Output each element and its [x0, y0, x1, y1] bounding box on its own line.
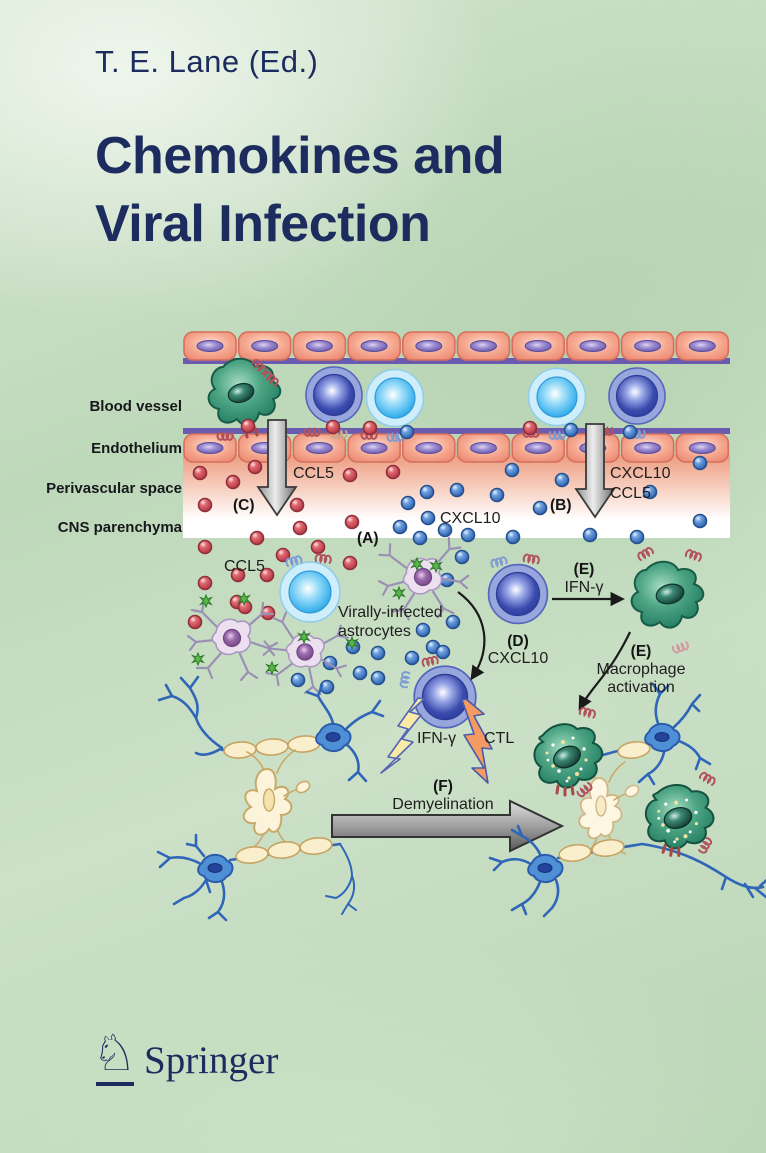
label-perivascular-space: Perivascular space: [46, 480, 182, 497]
label-demyelination: Demyelination: [392, 796, 493, 813]
macrophage-activated-by-ifn: [630, 545, 705, 655]
label-ctl: CTL: [484, 730, 514, 747]
arrow-b: [574, 423, 616, 519]
label-step-d: (D): [507, 633, 529, 650]
label-cns-parenchyma: CNS parenchyma: [58, 519, 183, 536]
demyelination-arrow: [331, 799, 565, 853]
label-cxcl10-a: CXCL10: [440, 510, 501, 527]
endothelium-row: [183, 428, 730, 463]
ifn-gamma-bolt-icon: [380, 697, 425, 774]
label-step-f: (F): [433, 778, 453, 795]
author-line: T. E. Lane (Ed.): [95, 44, 319, 79]
label-ifn-gamma-bolt: IFN-γ: [417, 730, 456, 747]
label-macrophage-activation-2: activation: [607, 679, 675, 696]
ctl-bolt-icon: [461, 698, 493, 784]
neuron-network-healthy: [156, 675, 385, 922]
label-cxcl10-b: CXCL10: [610, 465, 671, 482]
label-step-b: (B): [550, 497, 572, 514]
springer-logo-underline: [96, 1082, 134, 1086]
label-virally-infected-1: Virally-infected: [338, 604, 443, 621]
neuron-network-demyelinated: [488, 682, 766, 918]
label-ifn-gamma-e: IFN-γ: [564, 579, 603, 596]
book-title: Chemokines and Viral Infection: [95, 122, 505, 258]
label-endothelium: Endothelium: [91, 440, 182, 457]
label-virally-infected-2: astrocytes: [338, 623, 411, 640]
label-blood-vessel: Blood vessel: [89, 398, 182, 415]
label-cxcl10-d: CXCL10: [488, 650, 549, 667]
monocyte-macrophage-in-vessel: [207, 357, 282, 441]
publisher-name: Springer: [144, 1039, 279, 1082]
arrow-e-activation-curved: [578, 631, 631, 711]
label-step-e2: (E): [631, 643, 652, 660]
t-cell-light-parenchyma: [279, 553, 341, 623]
label-ccl5-c: CCL5: [293, 465, 334, 482]
activated-macrophages: [532, 706, 719, 863]
t-cell-dark-parenchyma-right: [487, 553, 549, 625]
label-step-e1: (E): [574, 561, 595, 578]
label-step-a: (A): [357, 530, 379, 547]
title-line-1: Chemokines and: [95, 127, 505, 185]
region-labels: Blood vessel Endothelium Perivascular sp…: [46, 398, 183, 536]
title-line-2: Viral Infection: [95, 195, 431, 253]
label-macrophage-activation-1: Macrophage: [597, 661, 686, 678]
blood-vessel-wall: [183, 331, 730, 364]
arrow-c: [256, 419, 298, 517]
springer-horse-icon: ♘: [92, 1024, 137, 1082]
label-ccl5-parenchyma: CCL5: [224, 558, 265, 575]
label-step-c: (C): [233, 497, 255, 514]
arrow-d-curved: [457, 591, 486, 681]
label-ccl5-b: CCL5: [610, 485, 651, 502]
figure-annotations: CCL5 (C) CXCL10 CCL5 (B) CXCL10 (A) CCL5…: [224, 465, 686, 813]
